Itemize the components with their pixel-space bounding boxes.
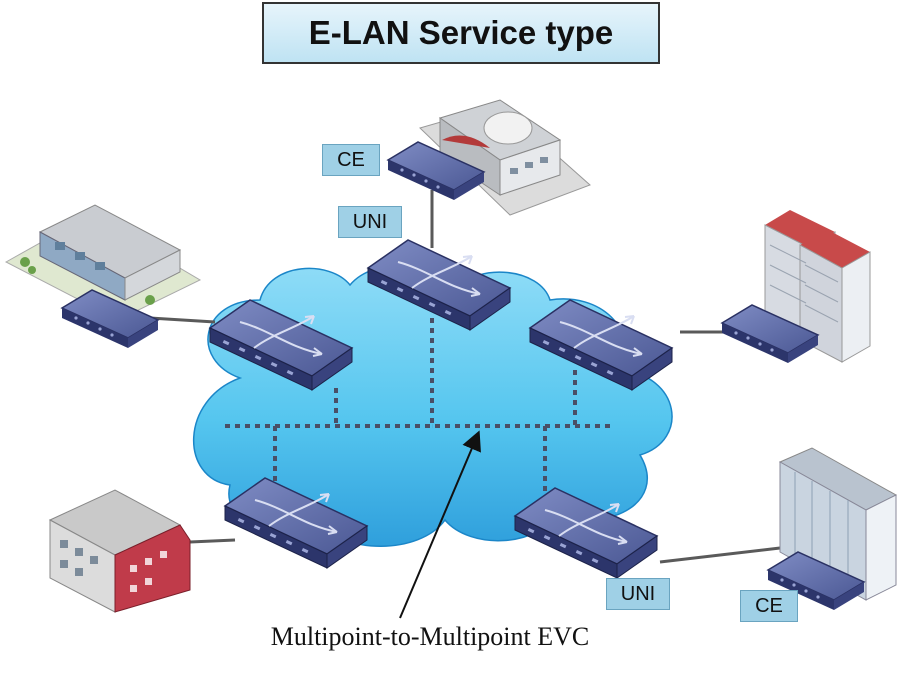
uni-label-top: UNI [338,206,402,238]
evc-caption: Multipoint-to-Multipoint EVC [270,622,590,651]
uni-label-bottom-right: UNI [606,578,670,610]
evc-pointer-arrow [399,430,481,619]
building-icon [4,204,202,321]
building-icon [778,447,898,601]
diagram-title: E-LAN Service type [262,2,660,64]
ce-label-bottom-right: CE [740,590,798,622]
building-icon [48,489,191,613]
evc-dashed-links [225,318,610,505]
access-links [149,190,781,564]
ce-label-top: CE [322,144,380,176]
building-icon [419,99,591,216]
